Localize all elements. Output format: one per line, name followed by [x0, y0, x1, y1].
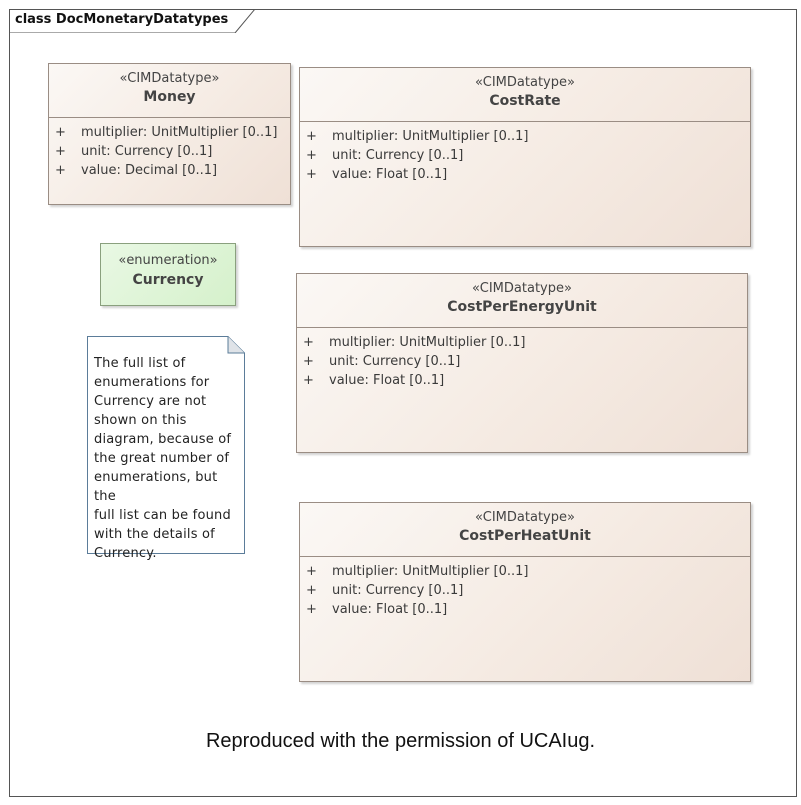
attribute-text: value: Float [0..1]	[332, 167, 448, 182]
diagram-frame	[9, 9, 797, 797]
class-costperenergyunit-name: CostPerEnergyUnit	[447, 299, 597, 315]
attribute[interactable]: + unit: Currency [0..1]	[306, 581, 750, 600]
visibility-marker: +	[306, 583, 317, 598]
visibility-marker: +	[306, 564, 317, 579]
permission-caption: Reproduced with the permission of UCAIug…	[205, 730, 596, 752]
visibility-marker: +	[55, 144, 66, 159]
class-costperheatunit-header: «CIMDatatype» CostPerHeatUnit	[300, 503, 750, 557]
frame-title-tab: class DocMonetaryDatatypes	[9, 9, 255, 33]
note-line: enumerations, but the	[94, 470, 218, 504]
note-shape	[87, 336, 245, 554]
class-costperheatunit-attributes: + multiplier: UnitMultiplier [0..1] + unit…	[300, 557, 750, 619]
class-money-attributes: + multiplier: UnitMultiplier [0..1] + unit…	[49, 118, 290, 180]
class-money-stereotype: «CIMDatatype»	[119, 71, 220, 86]
class-costrate-name: CostRate	[489, 93, 561, 109]
diagram-title: class DocMonetaryDatatypes	[15, 12, 229, 27]
class-costperenergyunit-header: «CIMDatatype» CostPerEnergyUnit	[297, 274, 747, 328]
attribute[interactable]: + multiplier: UnitMultiplier [0..1]	[306, 127, 750, 146]
attribute-text: unit: Currency [0..1]	[329, 354, 461, 369]
class-costperheatunit-stereotype: «CIMDatatype»	[475, 510, 575, 525]
note-line: Currency.	[94, 546, 157, 561]
attribute-text: value: Decimal [0..1]	[81, 163, 218, 178]
note-line: diagram, because of	[94, 432, 232, 447]
attribute-text: value: Float [0..1]	[332, 602, 448, 617]
visibility-marker: +	[306, 129, 317, 144]
enumeration-name: Currency	[132, 272, 204, 288]
note-line: Currency are not	[94, 394, 207, 409]
class-money[interactable]: «CIMDatatype» Money + multiplier: UnitMul…	[48, 63, 291, 205]
note[interactable]: The full list of enumerations for Curren…	[87, 336, 245, 561]
class-costperenergyunit-attributes: + multiplier: UnitMultiplier [0..1] + unit…	[297, 328, 747, 390]
class-money-name: Money	[143, 89, 196, 105]
visibility-marker: +	[306, 148, 317, 163]
visibility-marker: +	[55, 163, 66, 178]
attribute[interactable]: + multiplier: UnitMultiplier [0..1]	[55, 123, 290, 142]
class-costperenergyunit[interactable]: «CIMDatatype» CostPerEnergyUnit + multipl…	[296, 273, 748, 453]
attribute[interactable]: + unit: Currency [0..1]	[55, 142, 290, 161]
note-text: The full list of enumerations for Curren…	[94, 354, 242, 563]
class-costperheatunit[interactable]: «CIMDatatype» CostPerHeatUnit + multiplie…	[299, 502, 751, 682]
visibility-marker: +	[303, 335, 314, 350]
class-costrate[interactable]: «CIMDatatype» CostRate + multiplier: Unit…	[299, 67, 751, 247]
note-line: full list can be found	[94, 508, 231, 523]
visibility-marker: +	[306, 167, 317, 182]
attribute-text: multiplier: UnitMultiplier [0..1]	[332, 129, 529, 144]
class-costrate-attributes: + multiplier: UnitMultiplier [0..1] + unit…	[300, 122, 750, 184]
attribute[interactable]: + multiplier: UnitMultiplier [0..1]	[303, 333, 747, 352]
attribute-text: multiplier: UnitMultiplier [0..1]	[81, 125, 278, 140]
note-line: enumerations for	[94, 375, 210, 390]
attribute-text: unit: Currency [0..1]	[81, 144, 213, 159]
attribute-text: multiplier: UnitMultiplier [0..1]	[332, 564, 529, 579]
class-money-header: «CIMDatatype» Money	[49, 64, 290, 118]
attribute-text: multiplier: UnitMultiplier [0..1]	[329, 335, 526, 350]
note-line: the great number of	[94, 451, 230, 466]
visibility-marker: +	[303, 373, 314, 388]
attribute[interactable]: + value: Float [0..1]	[306, 165, 750, 184]
class-costperenergyunit-stereotype: «CIMDatatype»	[472, 281, 572, 296]
attribute[interactable]: + unit: Currency [0..1]	[303, 352, 747, 371]
attribute[interactable]: + unit: Currency [0..1]	[306, 146, 750, 165]
enumeration-currency[interactable]: «enumeration» Currency	[100, 243, 236, 306]
class-costrate-header: «CIMDatatype» CostRate	[300, 68, 750, 122]
attribute-text: unit: Currency [0..1]	[332, 148, 464, 163]
visibility-marker: +	[55, 125, 66, 140]
attribute[interactable]: + value: Decimal [0..1]	[55, 161, 290, 180]
note-line: The full list of	[94, 356, 186, 371]
attribute[interactable]: + multiplier: UnitMultiplier [0..1]	[306, 562, 750, 581]
attribute-text: unit: Currency [0..1]	[332, 583, 464, 598]
note-line: shown on this	[94, 413, 187, 428]
attribute[interactable]: + value: Float [0..1]	[303, 371, 747, 390]
enumeration-stereotype: «enumeration»	[118, 253, 218, 268]
note-line: with the details of	[94, 527, 215, 542]
attribute-text: value: Float [0..1]	[329, 373, 445, 388]
frame-tab-shape	[9, 9, 255, 33]
visibility-marker: +	[303, 354, 314, 369]
visibility-marker: +	[306, 602, 317, 617]
class-costrate-stereotype: «CIMDatatype»	[475, 75, 575, 90]
attribute[interactable]: + value: Float [0..1]	[306, 600, 750, 619]
class-costperheatunit-name: CostPerHeatUnit	[459, 528, 591, 544]
